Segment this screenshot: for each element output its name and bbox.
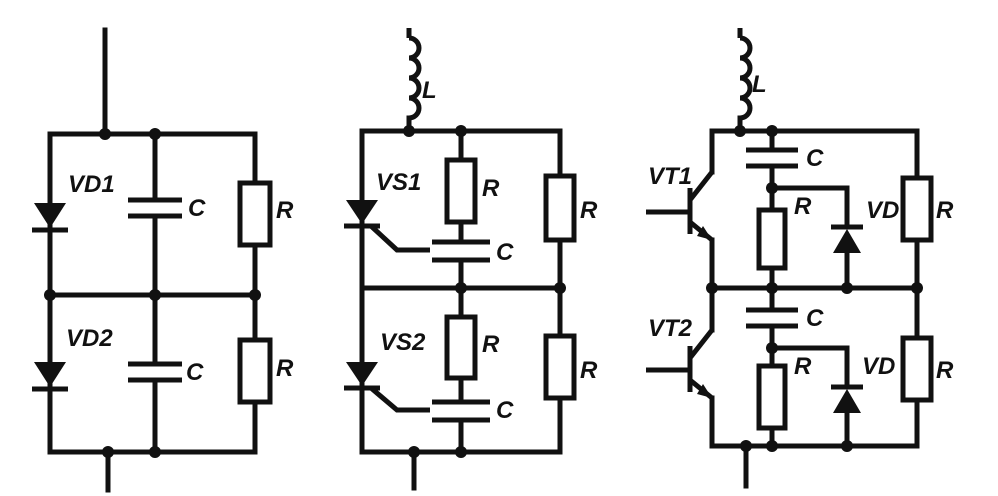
label-vt2: VT2 bbox=[648, 315, 693, 342]
label-rs2: R bbox=[482, 331, 500, 358]
label-c1: C bbox=[188, 195, 206, 222]
resistor-r1 bbox=[237, 180, 273, 248]
circuit-diode-chain: VD1 VD2 C C R R bbox=[32, 27, 294, 493]
label-c2: C bbox=[186, 359, 204, 386]
label-c1: C bbox=[806, 145, 824, 172]
wire bbox=[47, 27, 258, 493]
label-r2: R bbox=[580, 357, 598, 384]
label-rs1: R bbox=[482, 175, 500, 202]
label-r2: R bbox=[936, 357, 954, 384]
capacitor-cs2 bbox=[432, 399, 490, 423]
capacitor-c1 bbox=[128, 197, 182, 219]
label-rb1: R bbox=[794, 193, 812, 220]
capacitor-c2 bbox=[746, 307, 798, 329]
circuit-thyristor-chain: L VS1 VS2 R C R C R R bbox=[344, 28, 598, 491]
wire bbox=[709, 115, 920, 489]
transistor-vt1 bbox=[646, 170, 714, 242]
resistor-rs2 bbox=[444, 314, 478, 381]
junction-dots bbox=[706, 125, 923, 452]
label-r2: R bbox=[276, 355, 294, 382]
resistor-r2 bbox=[543, 333, 577, 401]
junction-dots bbox=[44, 128, 261, 458]
label-vs1: VS1 bbox=[376, 169, 421, 196]
thyristor-vs2 bbox=[344, 362, 430, 413]
thyristor-vs1 bbox=[344, 200, 430, 253]
resistor-rs1 bbox=[444, 157, 478, 225]
label-vt1: VT1 bbox=[648, 163, 692, 190]
resistor-r1 bbox=[900, 175, 934, 243]
resistor-rb2 bbox=[756, 363, 788, 431]
label-l: L bbox=[422, 77, 437, 104]
resistor-r1 bbox=[543, 173, 577, 243]
circuit-transistor-chain: L VT1 VT2 C C R R VD VD R R bbox=[646, 28, 954, 489]
resistor-r2 bbox=[237, 337, 273, 405]
resistor-rb1 bbox=[756, 207, 788, 271]
label-vd2: VD2 bbox=[66, 325, 113, 352]
diode-vd2 bbox=[32, 362, 68, 392]
label-r1: R bbox=[936, 197, 954, 224]
label-rb2: R bbox=[794, 353, 812, 380]
junction-dots bbox=[403, 125, 566, 458]
label-vs2: VS2 bbox=[380, 329, 426, 356]
inductor-l bbox=[737, 28, 753, 121]
capacitor-cs1 bbox=[432, 239, 490, 263]
inductor-l bbox=[406, 28, 422, 121]
label-vd1: VD bbox=[866, 197, 899, 224]
label-vd2: VD bbox=[862, 353, 895, 380]
transistor-vt2 bbox=[646, 328, 714, 400]
label-c2: C bbox=[806, 305, 824, 332]
label-vd1: VD1 bbox=[68, 171, 115, 198]
label-l: L bbox=[752, 71, 767, 98]
diode-vd1 bbox=[831, 224, 863, 253]
label-r1: R bbox=[276, 197, 294, 224]
label-cs1: C bbox=[496, 239, 514, 266]
diode-vd2 bbox=[831, 384, 863, 413]
label-cs2: C bbox=[496, 397, 514, 424]
capacitor-c1 bbox=[746, 147, 798, 169]
label-r1: R bbox=[580, 197, 598, 224]
diode-vd1 bbox=[32, 203, 68, 233]
capacitor-c2 bbox=[128, 361, 182, 383]
resistor-r2 bbox=[900, 335, 934, 403]
